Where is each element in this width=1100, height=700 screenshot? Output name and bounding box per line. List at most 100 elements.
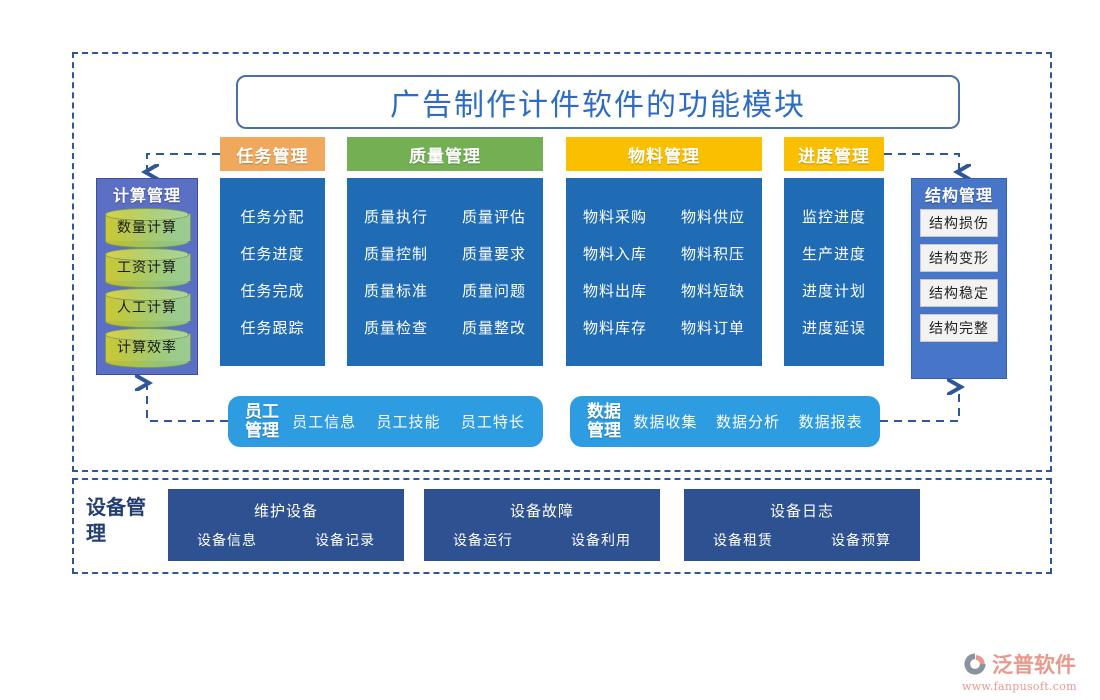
diagram-title-box: 广告制作计件软件的功能模块	[236, 75, 960, 129]
device-item[interactable]: 设备预算	[831, 533, 891, 549]
column-row: 进度计划	[784, 280, 884, 301]
employee-management-box: 员工管理 员工信息 员工技能 员工特长	[228, 396, 543, 447]
column-row: 物料库存 物料订单	[566, 317, 762, 338]
device-frame	[72, 478, 1052, 574]
device-item[interactable]: 设备记录	[315, 533, 375, 549]
cylinder-top-icon	[105, 288, 189, 301]
structure-item[interactable]: 结构稳定	[920, 279, 998, 307]
column-row: 物料出库 物料短缺	[566, 280, 762, 301]
cylinder-label: 计算效率	[117, 340, 177, 356]
data-item[interactable]: 数据报表	[798, 413, 863, 431]
main-frame	[72, 52, 1052, 472]
device-item[interactable]: 设备利用	[571, 533, 631, 549]
column-row: 质量执行 质量评估	[347, 206, 543, 227]
column-body-schedule: 监控进度 生产进度 进度计划 进度延误	[784, 178, 884, 366]
structure-item[interactable]: 结构变形	[920, 244, 998, 272]
column-row: 质量标准 质量问题	[347, 280, 543, 301]
data-management-box: 数据管理 数据收集 数据分析 数据报表	[570, 396, 880, 447]
device-section-label: 设备管理	[86, 495, 146, 545]
column-row: 任务进度	[220, 243, 325, 264]
column-item[interactable]: 物料入库	[582, 245, 647, 263]
cylinder-label: 工资计算	[117, 260, 177, 276]
column-item[interactable]: 物料库存	[582, 319, 647, 337]
column-header-schedule[interactable]: 进度管理	[784, 137, 884, 171]
column-item[interactable]: 进度延误	[801, 319, 866, 337]
column-item[interactable]: 质量标准	[363, 282, 428, 300]
device-card-header: 设备故障	[509, 502, 574, 520]
employee-item[interactable]: 员工信息	[292, 413, 357, 431]
device-item[interactable]: 设备租赁	[713, 533, 773, 549]
column-row: 任务跟踪	[220, 317, 325, 338]
cylinder-top-icon	[105, 248, 189, 261]
column-row: 质量检查 质量整改	[347, 317, 543, 338]
logo-url: www.fanpusoft.com	[962, 680, 1077, 693]
column-row: 生产进度	[784, 243, 884, 264]
column-item[interactable]: 任务完成	[240, 282, 305, 300]
fanpu-logo-icon	[964, 653, 986, 675]
column-body-task: 任务分配 任务进度 任务完成 任务跟踪	[220, 178, 325, 366]
column-item[interactable]: 质量整改	[461, 319, 526, 337]
device-card: 设备日志 设备租赁 设备预算	[684, 489, 920, 561]
column-row: 质量控制 质量要求	[347, 243, 543, 264]
column-item[interactable]: 物料出库	[582, 282, 647, 300]
column-item[interactable]: 物料采购	[582, 208, 647, 226]
cylinder-item[interactable]: 人工计算	[105, 288, 191, 328]
column-item[interactable]: 物料积压	[680, 245, 745, 263]
column-item[interactable]: 任务跟踪	[240, 319, 305, 337]
column-row: 任务完成	[220, 280, 325, 301]
column-header-quality[interactable]: 质量管理	[347, 137, 543, 171]
column-item[interactable]: 质量控制	[363, 245, 428, 263]
device-card: 维护设备 设备信息 设备记录	[168, 489, 404, 561]
data-item[interactable]: 数据分析	[715, 413, 780, 431]
column-item[interactable]: 监控进度	[801, 208, 866, 226]
column-item[interactable]: 物料短缺	[680, 282, 745, 300]
column-item[interactable]: 物料订单	[680, 319, 745, 337]
cylinder-item[interactable]: 工资计算	[105, 248, 191, 288]
cylinder-item[interactable]: 计算效率	[105, 328, 191, 368]
column-item[interactable]: 任务进度	[240, 245, 305, 263]
column-body-quality: 质量执行 质量评估 质量控制 质量要求 质量标准 质量问题 质量检查 质量整改	[347, 178, 543, 366]
column-item[interactable]: 进度计划	[801, 282, 866, 300]
cylinder-label: 数量计算	[117, 220, 177, 236]
column-item[interactable]: 质量问题	[461, 282, 526, 300]
page-title: 广告制作计件软件的功能模块	[390, 88, 806, 123]
structure-panel-title: 结构管理	[924, 186, 993, 205]
employee-items: 员工信息 员工技能 员工特长	[282, 411, 543, 432]
column-item[interactable]: 质量要求	[461, 245, 526, 263]
column-row: 物料采购 物料供应	[566, 206, 762, 227]
device-card: 设备故障 设备运行 设备利用	[424, 489, 660, 561]
logo-row: 泛普软件	[962, 649, 1092, 679]
data-item[interactable]: 数据收集	[633, 413, 698, 431]
data-box-title: 数据管理	[587, 401, 621, 441]
column-item[interactable]: 生产进度	[801, 245, 866, 263]
employee-item[interactable]: 员工技能	[376, 413, 441, 431]
column-header-material[interactable]: 物料管理	[566, 137, 762, 171]
device-card-items: 设备运行 设备利用	[424, 530, 660, 550]
column-row: 物料入库 物料积压	[566, 243, 762, 264]
column-row: 任务分配	[220, 206, 325, 227]
column-item[interactable]: 任务分配	[240, 208, 305, 226]
column-row: 进度延误	[784, 317, 884, 338]
logo-name: 泛普软件	[992, 652, 1076, 677]
column-item[interactable]: 质量执行	[363, 208, 428, 226]
employee-item[interactable]: 员工特长	[460, 413, 525, 431]
data-items: 数据收集 数据分析 数据报表	[624, 411, 880, 432]
device-card-header: 设备日志	[769, 502, 834, 520]
cylinder-top-icon	[105, 208, 189, 221]
cylinder-item[interactable]: 数量计算	[105, 208, 191, 248]
structure-item[interactable]: 结构完整	[920, 314, 998, 342]
column-row: 监控进度	[784, 206, 884, 227]
employee-box-title: 员工管理	[245, 401, 279, 441]
brand-logo: 泛普软件 www.fanpusoft.com	[962, 648, 1092, 694]
device-card-items: 设备信息 设备记录	[168, 530, 404, 550]
column-item[interactable]: 物料供应	[680, 208, 745, 226]
device-item[interactable]: 设备运行	[453, 533, 513, 549]
device-item[interactable]: 设备信息	[197, 533, 257, 549]
device-card-items: 设备租赁 设备预算	[684, 530, 920, 550]
column-item[interactable]: 质量评估	[461, 208, 526, 226]
structure-item[interactable]: 结构损伤	[920, 209, 998, 237]
cylinder-top-icon	[105, 328, 189, 341]
column-header-task[interactable]: 任务管理	[220, 137, 325, 171]
column-item[interactable]: 质量检查	[363, 319, 428, 337]
